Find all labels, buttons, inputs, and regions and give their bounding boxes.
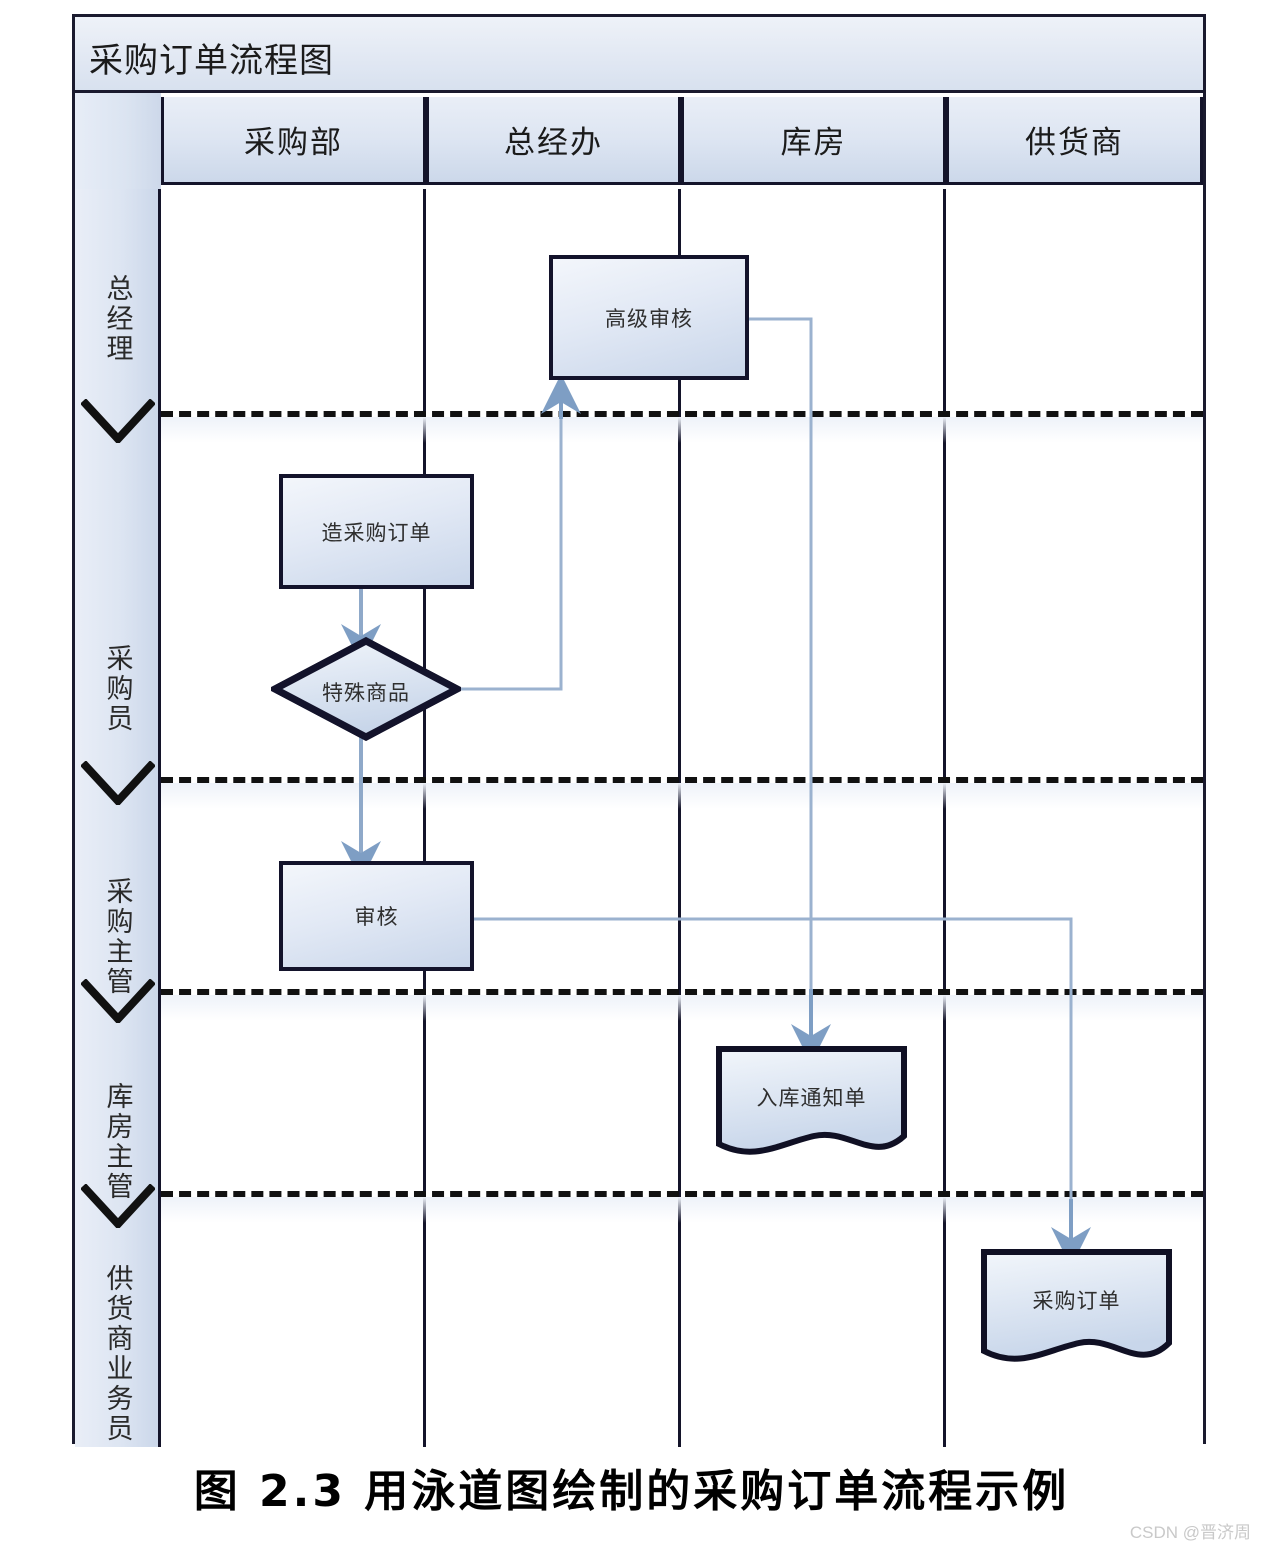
column-header-gm-office: 总经办 <box>426 97 681 185</box>
column-header-warehouse: 库房 <box>681 97 946 185</box>
lane-shade-3 <box>161 995 1203 1021</box>
node-review[interactable]: 审核 <box>279 861 474 971</box>
header-left-band <box>75 93 161 189</box>
lane-label-buyer: 采购员 <box>102 644 133 734</box>
node-purchase-order[interactable]: 采购订单 <box>979 1247 1174 1372</box>
column-header-purchasing: 采购部 <box>161 97 426 185</box>
lane-shade-4 <box>161 1197 1203 1223</box>
lane-label-wh-manager: 库房主管 <box>102 1081 133 1202</box>
page-title: 采购订单流程图 <box>89 43 334 80</box>
diagram-title-bar: 采购订单流程图 <box>75 17 1203 93</box>
node-make-purchase-order-label: 造采购订单 <box>321 520 432 545</box>
node-review-label: 审核 <box>354 905 399 929</box>
node-senior-review-label: 高级审核 <box>605 306 693 331</box>
lane-chevron-2 <box>81 761 155 805</box>
lane-shade-2 <box>161 783 1203 809</box>
watermark: CSDN @晋济周 <box>1129 1523 1251 1542</box>
lane-label-supplier-rep: 供货商业务员 <box>102 1264 133 1444</box>
node-make-purchase-order[interactable]: 造采购订单 <box>279 474 474 589</box>
lane-shade-1 <box>161 417 1203 443</box>
figure-caption: 图 2.3 用泳道图绘制的采购订单流程示例 <box>193 1466 1070 1517</box>
lane-chevron-1 <box>81 399 155 443</box>
role-band: 总经理 采购员 采购主管 库房主管 供货商业务员 <box>75 189 161 1447</box>
column-divider-3 <box>943 189 946 1447</box>
swimlane-diagram: 采购订单流程图 采购部 总经办 库房 供货商 总经理 采购员 采购主管 库房主管… <box>72 14 1206 1447</box>
node-stock-in-notice[interactable]: 入库通知单 <box>714 1044 909 1164</box>
lane-label-buy-manager: 采购主管 <box>102 876 133 997</box>
node-special-goods[interactable]: 特殊商品 <box>271 637 461 741</box>
lane-area: 高级审核 造采购订单 特殊商品 审核 <box>161 189 1203 1447</box>
column-header-supplier: 供货商 <box>946 97 1203 185</box>
lane-chevron-3 <box>81 979 155 1023</box>
column-header-row: 采购部 总经办 库房 供货商 <box>75 93 1203 189</box>
node-senior-review[interactable]: 高级审核 <box>549 255 749 380</box>
lane-chevron-4 <box>81 1184 155 1228</box>
column-divider-1 <box>423 189 426 1447</box>
lane-label-gm: 总经理 <box>102 274 133 364</box>
